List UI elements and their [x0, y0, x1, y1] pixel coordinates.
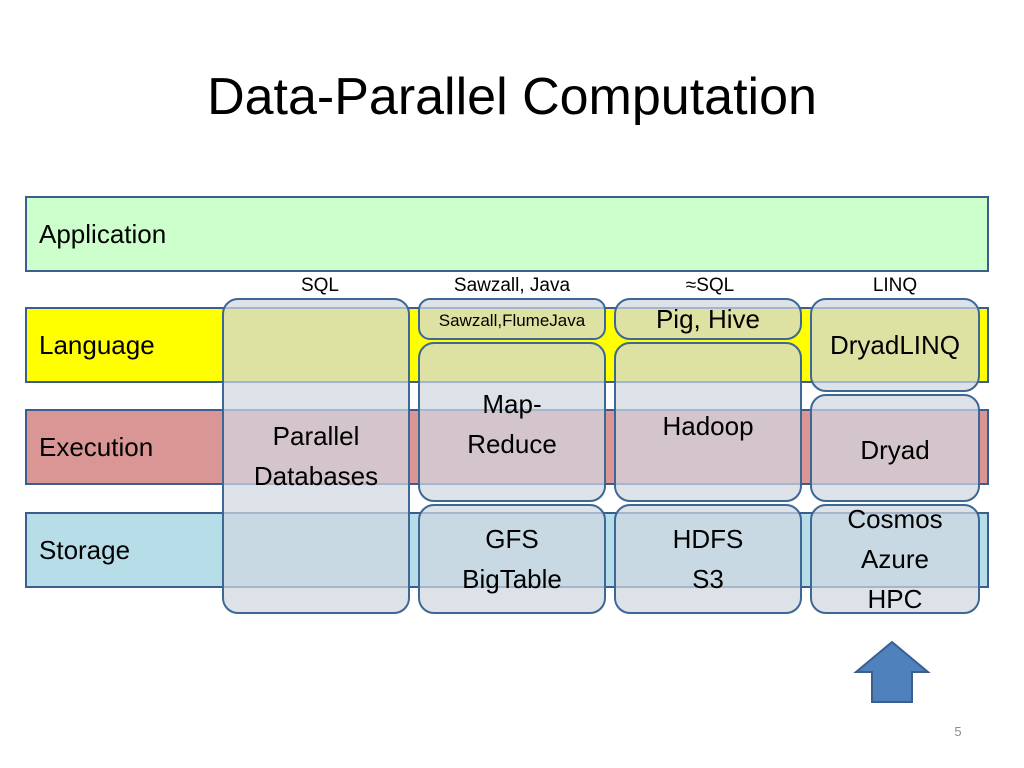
box-hadoop: Hadoop [614, 342, 802, 502]
layer-label-execution: Execution [39, 431, 154, 462]
box-sawzall-flumejava: Sawzall,FlumeJava [418, 298, 606, 340]
box-gfs-bigtable: GFS BigTable [418, 504, 606, 614]
page-title: Data-Parallel Computation [207, 68, 817, 126]
layer-label-storage: Storage [39, 534, 131, 565]
page-number: 5 [954, 724, 962, 739]
box-parallel-databases: Parallel Databases [222, 298, 410, 614]
layer-label-application: Application [39, 218, 167, 249]
box-dryadlinq: DryadLINQ [810, 298, 980, 392]
layer-application: Application [25, 196, 989, 272]
column-label-sawzall-java: Sawzall, Java [453, 275, 571, 296]
up-arrow-icon [853, 640, 931, 703]
box-hdfs-s3: HDFS S3 [614, 504, 802, 614]
box-dryad: Dryad [810, 394, 980, 502]
column-label-linq: LINQ [872, 275, 918, 296]
box-cosmos-azure-hpc: Cosmos Azure HPC [810, 504, 980, 614]
box-pig-hive: Pig, Hive [614, 298, 802, 340]
column-label-approx-sql: ≈SQL [685, 275, 735, 296]
column-label-sql: SQL [300, 275, 340, 296]
box-map-reduce: Map- Reduce [418, 342, 606, 502]
layer-label-language: Language [39, 329, 155, 360]
